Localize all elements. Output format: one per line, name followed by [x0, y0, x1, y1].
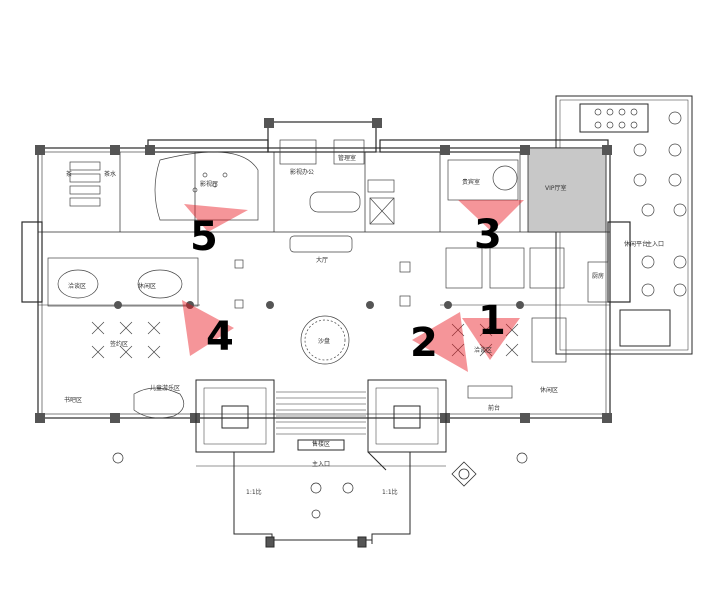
room-label-18: 主入口 — [646, 240, 664, 248]
lounge-seating — [91, 317, 567, 419]
annex-tables — [594, 108, 687, 297]
top-offices — [279, 139, 395, 225]
room-label-11: 休闲区 — [138, 282, 156, 290]
room-label-7: VIP厅室 — [545, 184, 567, 192]
dim-label-1: 1:1比 — [246, 488, 262, 496]
building-walls — [21, 121, 631, 419]
dim-label-2: 1:1比 — [382, 488, 398, 496]
room-label-21: 前台 — [488, 404, 500, 412]
room-label-22: 厨房 — [592, 272, 604, 280]
viewpoint-cones — [182, 200, 524, 372]
room-label-14: 书吧区 — [64, 396, 82, 404]
right-annex — [527, 95, 693, 355]
room-label-13: 沙盘 — [318, 337, 330, 345]
room-label-4: 影视办公 — [290, 168, 314, 176]
marker-2: 2 — [410, 320, 438, 366]
marker-1: 1 — [478, 298, 506, 344]
left-rooms — [69, 151, 259, 221]
room-label-12: 签约区 — [110, 340, 128, 348]
room-label-20: 休闲区 — [540, 386, 558, 394]
room-label-10: 洽谈区 — [68, 282, 86, 290]
room-label-3: 影视厅 — [200, 180, 218, 188]
room-label-16: 洽谈区 — [474, 346, 492, 354]
room-label-15: 儿童游乐区 — [150, 384, 180, 392]
room-label-6: 贵宾室 — [462, 178, 480, 186]
viewpoint-numbers: 1 2 3 4 5 — [190, 212, 506, 366]
room-label-2: 茶水 — [104, 170, 116, 178]
room-labels: 茶 茶水 影视厅 影视办公 管理室 贵宾室 VIP厅室 休闲平台 大厅 洽谈区 … — [64, 154, 664, 496]
right-upper-rooms — [445, 159, 609, 303]
room-label-19: 售楼区 — [312, 440, 330, 448]
room-label-9: 大厅 — [316, 256, 328, 264]
marker-5: 5 — [190, 214, 218, 260]
grid-bubbles — [112, 452, 528, 519]
entrance — [195, 379, 447, 548]
room-label-1: 茶 — [66, 170, 72, 178]
columns — [35, 118, 612, 423]
marker-4: 4 — [206, 314, 234, 360]
room-label-8: 休闲平台 — [624, 240, 648, 248]
hall-area — [47, 235, 411, 365]
marker-3: 3 — [474, 212, 502, 258]
room-label-17: 主入口 — [312, 460, 330, 468]
room-label-5: 管理室 — [338, 154, 356, 162]
compass-ornament — [451, 461, 477, 487]
